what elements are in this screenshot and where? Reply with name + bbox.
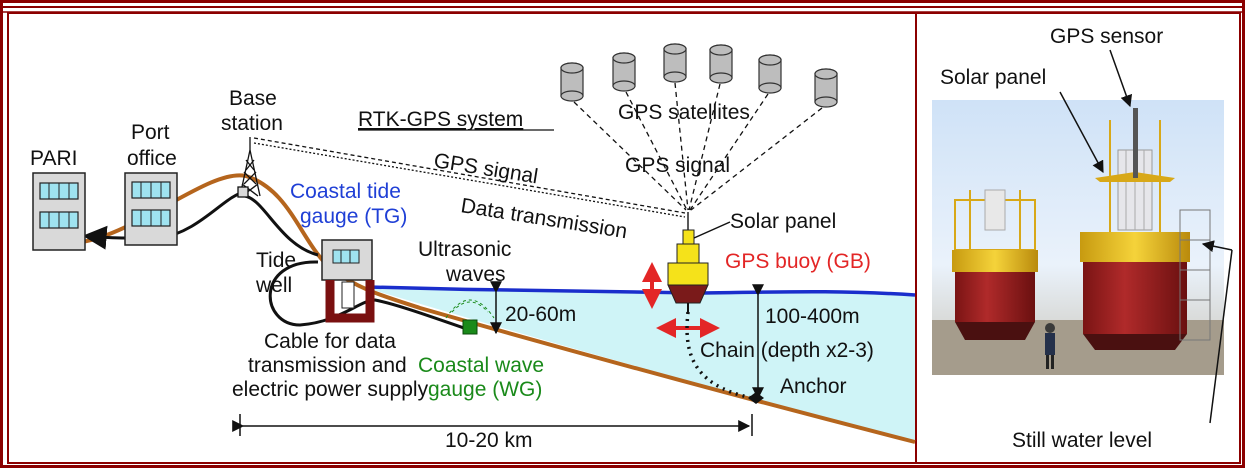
port-office-building xyxy=(124,172,178,246)
solar-panel-label: Solar panel xyxy=(730,210,836,233)
pari-building xyxy=(32,172,86,251)
cable-label-line2: transmission and xyxy=(248,354,407,377)
satellite-2 xyxy=(612,52,636,92)
photo-panel-border xyxy=(915,12,1241,464)
photo-still-water-level-label: Still water level xyxy=(1012,429,1152,452)
depth-shallow-label: 20-60m xyxy=(505,303,576,326)
tide-well-label-line1: Tide xyxy=(256,249,296,272)
photo-still-water-arrow-upper xyxy=(1201,240,1233,253)
depth-deep-label: 100-400m xyxy=(765,305,860,328)
cable-label-line3: electric power supply xyxy=(232,378,429,401)
satellite-3 xyxy=(663,43,687,83)
gps-satellites-label: GPS satellites xyxy=(618,101,750,124)
coastal-wave-gauge-label-line1: Coastal wave xyxy=(418,354,544,377)
photo-solar-panel-label: Solar panel xyxy=(940,66,1046,89)
photo-buoy-right xyxy=(1080,108,1211,350)
buoy-photo xyxy=(932,100,1224,375)
wave-gauge-sensor xyxy=(445,299,495,335)
ultrasonic-label-line2: waves xyxy=(445,263,506,286)
pari-label: PARI xyxy=(30,147,77,170)
cable-label-line1: Cable for data xyxy=(264,330,396,353)
base-station-label-line1: Base xyxy=(229,87,277,110)
satellite-4 xyxy=(709,44,733,84)
satellite-6 xyxy=(814,68,838,108)
ultrasonic-label-line1: Ultrasonic xyxy=(418,238,511,261)
anchor-mark xyxy=(748,392,764,404)
photo-gps-sensor-arrow xyxy=(1109,49,1133,108)
tide-gauge-station xyxy=(321,239,375,323)
photo-buoy-left xyxy=(952,189,1038,340)
satellite-5 xyxy=(758,54,782,94)
cable-tg xyxy=(244,194,319,257)
rtk-gps-system-label: RTK-GPS system xyxy=(358,108,523,131)
tide-well-label-line2: well xyxy=(255,274,292,297)
gps-signal-base-link xyxy=(253,137,686,214)
coastal-tide-gauge-label-line1: Coastal tide xyxy=(290,180,401,203)
base-station-tower xyxy=(237,137,261,198)
photo-solar-panel-arrow xyxy=(1059,91,1104,174)
photo-gps-sensor-label: GPS sensor xyxy=(1050,25,1163,48)
gps-signal-lines xyxy=(573,82,823,211)
satellite-1 xyxy=(560,62,584,102)
gps-satellites-group xyxy=(560,43,838,108)
gps-buoy-label: GPS buoy (GB) xyxy=(725,250,871,273)
port-office-label-line2: office xyxy=(127,147,177,170)
port-office-label-line1: Port xyxy=(131,121,170,144)
gps-buoy xyxy=(667,212,709,312)
photo-still-water-pointer xyxy=(1209,249,1233,424)
photo-person xyxy=(1045,323,1055,369)
anchor-label: Anchor xyxy=(780,375,847,398)
chain-label: Chain (depth x2-3) xyxy=(700,339,874,362)
gps-signal-label-left: GPS signal xyxy=(432,149,539,188)
data-transmission-link xyxy=(253,142,686,218)
gps-signal-label-upper: GPS signal xyxy=(625,154,730,177)
coastal-tide-gauge-label-line2: gauge (TG) xyxy=(300,205,407,228)
distance-label: 10-20 km xyxy=(445,429,533,452)
data-transmission-label: Data transmission xyxy=(459,194,629,243)
coastal-wave-gauge-label-line2: gauge (WG) xyxy=(428,378,542,401)
base-station-label-line2: station xyxy=(221,112,283,135)
solar-panel-pointer xyxy=(693,221,731,239)
